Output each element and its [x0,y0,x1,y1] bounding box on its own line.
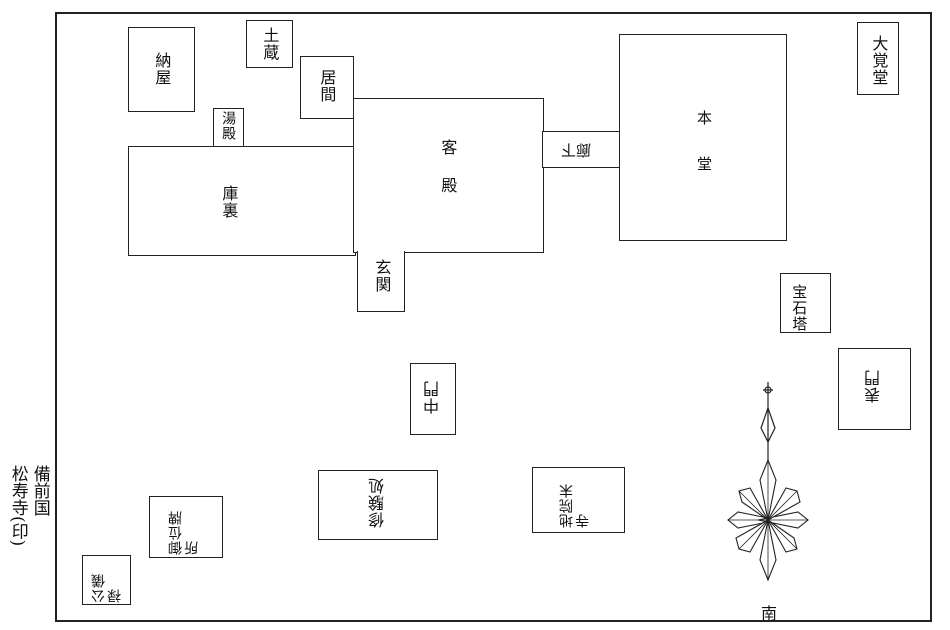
building-hondo: 本 堂 [619,34,787,241]
building-shugen: 修験処 [318,470,438,540]
building-yudono: 湯殿 [213,108,244,148]
building-kyakuden: 客殿 [353,98,544,253]
building-chiin: 地院末寺 [532,467,625,533]
building-ima: 居間 [300,56,354,119]
building-chumon: 中門 [410,363,456,435]
building-omotemon: 表門 [838,348,911,430]
province-label: 備前国 [29,465,50,516]
site-boundary [55,12,932,622]
temple-label: 備前国 松寿寺(印) [4,465,52,575]
building-oshin: 御位牌所 [149,496,223,558]
building-naya: 納屋 [128,27,195,112]
compass-rose [727,382,809,582]
building-dozo: 土蔵 [246,20,293,68]
building-kouroku: 公儀禄 [82,555,131,605]
building-kuri: 庫裏 [128,146,356,256]
building-genkan: 玄関 [357,251,405,312]
temple-name-label: 松寿寺(印) [7,465,28,547]
compass-south-label: 南 [761,604,778,623]
building-houtou: 宝石塔 [780,273,831,333]
building-daikakudo: 大覚堂 [857,22,899,95]
building-rouka: 廊下 [542,131,622,168]
